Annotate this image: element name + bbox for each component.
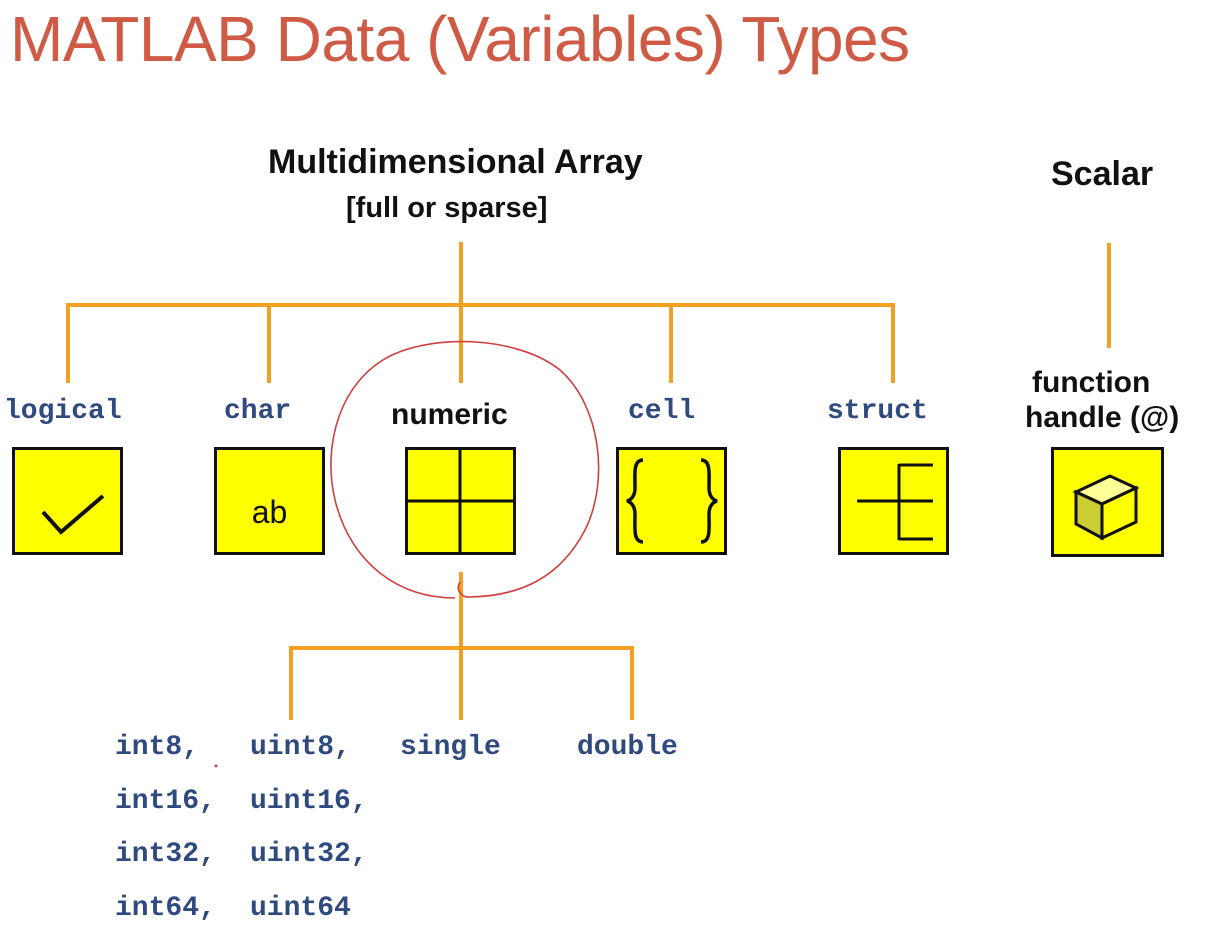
annotation-dot <box>214 764 218 768</box>
array-header-line2: [full or sparse] <box>346 192 548 224</box>
label-cell: cell <box>628 396 696 427</box>
type-uint32: uint32, <box>250 839 368 870</box>
page-title: MATLAB Data (Variables) Types <box>10 3 910 75</box>
function-handle-box <box>1051 447 1164 557</box>
type-int32: int32, <box>115 839 216 870</box>
type-uint8: uint8, <box>250 732 351 763</box>
label-function-handle-line2: handle (@) <box>1025 401 1180 434</box>
scalar-header: Scalar <box>1051 155 1154 193</box>
type-single: single <box>400 732 501 763</box>
braces-icon <box>626 458 718 544</box>
check-icon <box>41 494 105 535</box>
type-int8: int8, <box>115 732 200 763</box>
tree-icon <box>857 463 933 541</box>
struct-box <box>838 447 949 555</box>
type-int64: int64, <box>115 893 216 924</box>
type-double: double <box>577 732 678 763</box>
label-char: char <box>224 396 292 427</box>
numeric-box <box>405 447 516 555</box>
cell-box <box>616 447 727 555</box>
label-struct: struct <box>827 396 928 427</box>
annotation-circle <box>330 340 600 599</box>
char-box: ab <box>214 447 325 555</box>
type-int16: int16, <box>115 786 216 817</box>
logical-box <box>12 447 123 555</box>
array-header-line1: Multidimensional Array <box>268 143 643 181</box>
label-function-handle-line1: function <box>1032 366 1151 399</box>
label-numeric: numeric <box>391 398 508 431</box>
type-uint16: uint16, <box>250 786 368 817</box>
label-logical: logical <box>4 396 122 427</box>
grid-icon <box>408 450 513 552</box>
ab-text-icon: ab <box>251 494 288 530</box>
cube-icon <box>1072 474 1140 541</box>
type-uint64: uint64 <box>250 893 351 924</box>
